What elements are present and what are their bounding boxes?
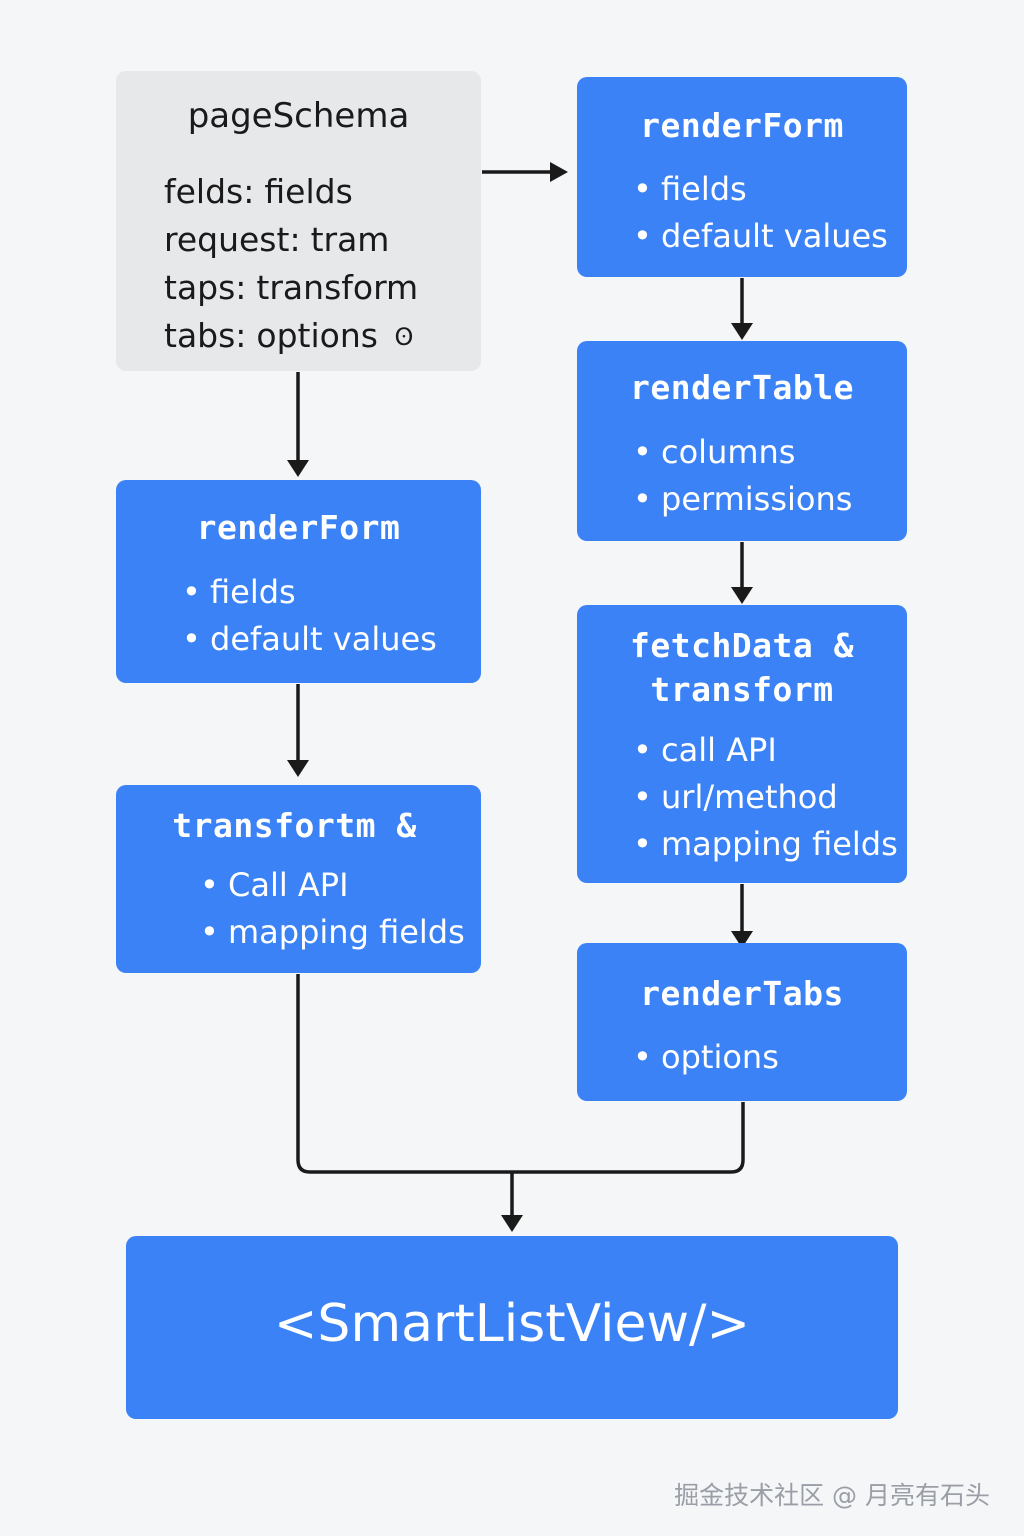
bullet-icon: • xyxy=(633,480,652,518)
arrowhead-table-down xyxy=(731,587,753,604)
list-item-text: permissions xyxy=(661,480,853,518)
list-item: •options xyxy=(633,1034,779,1081)
schema-key: request: xyxy=(164,220,301,259)
schema-value: tram xyxy=(310,220,390,259)
list-item: •default values xyxy=(633,213,888,260)
page-schema-lines: felds:fields request:tram taps:transform… xyxy=(164,168,418,361)
left-transform-items: •Call API •mapping fields xyxy=(200,862,465,956)
bullet-icon: • xyxy=(633,778,652,816)
schema-key: felds: xyxy=(164,172,255,211)
arrowhead-left-form-down xyxy=(287,760,309,777)
arrowhead-fetch-down xyxy=(731,931,753,948)
list-item: •fields xyxy=(633,166,888,213)
bullet-icon: • xyxy=(200,913,219,951)
smart-list-view-title: <SmartListView/> xyxy=(273,1294,751,1354)
list-item-text: columns xyxy=(661,433,796,471)
list-item: •Call API xyxy=(200,862,465,909)
schema-line: felds:fields xyxy=(164,168,418,216)
merge-line xyxy=(296,974,745,1174)
list-item-text: url/method xyxy=(661,778,838,816)
bullet-icon: • xyxy=(182,620,201,658)
page-schema-box: pageSchema felds:fields request:tram tap… xyxy=(116,71,481,371)
left-render-form-title: renderForm xyxy=(196,508,401,547)
render-table-title: renderTable xyxy=(629,368,855,407)
arrowhead-output-down xyxy=(501,1215,523,1232)
list-item-text: Call API xyxy=(228,866,349,904)
bullet-icon: • xyxy=(633,217,652,255)
list-item-text: fields xyxy=(210,573,296,611)
left-transform-box: transfortm & •Call API •mapping fields xyxy=(116,785,481,973)
render-tabs-items: •options xyxy=(633,1034,779,1081)
fetch-data-title-line1: fetchData & xyxy=(629,626,855,665)
fetch-data-box: fetchData & transform •call API •url/met… xyxy=(577,605,907,883)
list-item: •columns xyxy=(633,429,852,476)
bullet-icon: • xyxy=(200,866,219,904)
list-item-text: fields xyxy=(661,170,747,208)
watermark: 掘金技术社区 @ 月亮有石头 xyxy=(674,1481,990,1510)
bullet-icon: • xyxy=(182,573,201,611)
list-item-text: default values xyxy=(210,620,437,658)
left-render-form-box: renderForm •fields •default values xyxy=(116,480,481,683)
schema-key: tabs: xyxy=(164,316,247,355)
list-item-text: call API xyxy=(661,731,777,769)
fetch-data-title-line2: transform xyxy=(650,670,834,709)
arrowhead-schema-right xyxy=(550,162,568,182)
schema-line: taps:transform xyxy=(164,264,418,312)
render-tabs-box: renderTabs •options xyxy=(577,943,907,1101)
arrowhead-right-form-down xyxy=(731,323,753,340)
fetch-data-items: •call API •url/method •mapping fields xyxy=(633,727,898,868)
bullet-icon: • xyxy=(633,170,652,208)
list-item-text: default values xyxy=(661,217,888,255)
right-render-form-items: •fields •default values xyxy=(633,166,888,260)
right-render-form-box: renderForm •fields •default values xyxy=(577,77,907,277)
schema-value: options xyxy=(256,316,378,355)
bullet-icon: • xyxy=(633,1038,652,1076)
list-item: •call API xyxy=(633,727,898,774)
page-schema-title: pageSchema xyxy=(187,96,410,136)
left-transform-title: transfortm & xyxy=(172,806,417,845)
render-tabs-title: renderTabs xyxy=(640,974,844,1013)
list-item-text: mapping fields xyxy=(661,825,898,863)
list-item: •fields xyxy=(182,569,437,616)
schema-value: transform xyxy=(256,268,419,307)
schema-line: request:tram xyxy=(164,216,418,264)
list-item: •permissions xyxy=(633,476,852,523)
bullet-icon: • xyxy=(633,825,652,863)
list-item: •mapping fields xyxy=(633,821,898,868)
right-render-form-title: renderForm xyxy=(640,106,844,145)
left-render-form-items: •fields •default values xyxy=(182,569,437,663)
bullet-icon: • xyxy=(633,731,652,769)
render-table-box: renderTable •columns •permissions xyxy=(577,341,907,541)
smart-list-view-box: <SmartListView/> xyxy=(126,1236,898,1419)
render-table-items: •columns •permissions xyxy=(633,429,852,523)
list-item: •url/method xyxy=(633,774,898,821)
schema-line: tabs:options ʘ xyxy=(164,312,418,361)
schema-key: taps: xyxy=(164,268,247,307)
schema-value: fields xyxy=(264,172,353,211)
toggle-icon: ʘ xyxy=(394,323,414,351)
list-item-text: mapping fields xyxy=(228,913,465,951)
list-item: •mapping fields xyxy=(200,909,465,956)
list-item-text: options xyxy=(661,1038,779,1076)
list-item: •default values xyxy=(182,616,437,663)
bullet-icon: • xyxy=(633,433,652,471)
arrowhead-schema-down xyxy=(287,460,309,477)
